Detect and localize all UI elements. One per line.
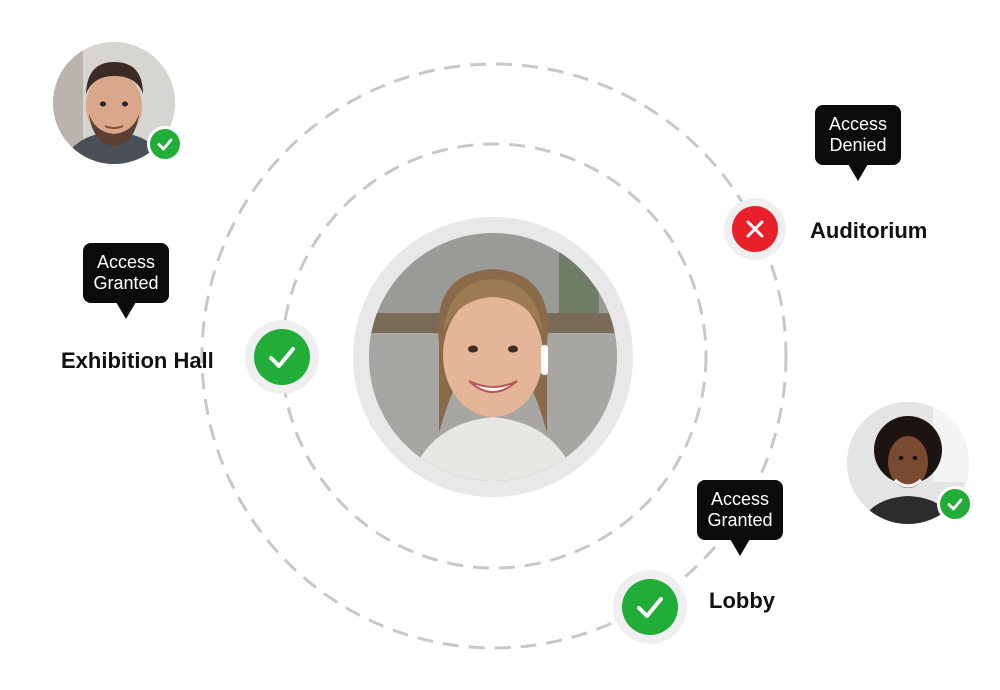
exhibition-hall-status[interactable] — [245, 320, 319, 394]
man-portrait — [53, 42, 175, 164]
tooltip-line-2: Granted — [93, 273, 159, 293]
woman-portrait — [369, 233, 617, 481]
top-left-person-status-badge — [147, 126, 183, 162]
exhibition-hall-label: Exhibition Hall — [61, 348, 214, 373]
exhibition-hall-tooltip: Access Granted — [83, 243, 169, 319]
lobby-status[interactable] — [613, 570, 687, 644]
tooltip-line-1: Access — [828, 114, 888, 134]
outer-orbit-ring — [200, 62, 788, 650]
right-person-status-badge — [937, 486, 973, 522]
tooltip-line-1: Access — [710, 489, 770, 509]
tooltip-line-2: Granted — [707, 510, 773, 530]
check-icon — [947, 498, 963, 511]
tooltip-line-2: Denied — [829, 135, 887, 155]
check-icon — [157, 138, 173, 151]
lobby-label: Lobby — [709, 588, 775, 613]
lobby-tooltip: Access Granted — [697, 480, 783, 556]
auditorium-status[interactable] — [724, 198, 786, 260]
center-person-avatar — [369, 233, 617, 481]
check-icon — [269, 347, 295, 368]
auditorium-tooltip: Access Denied — [815, 105, 901, 181]
check-icon — [637, 597, 663, 618]
center-person-frame — [353, 217, 633, 497]
tooltip-line-1: Access — [96, 252, 156, 272]
auditorium-label: Auditorium — [810, 218, 928, 243]
close-icon — [746, 220, 764, 238]
